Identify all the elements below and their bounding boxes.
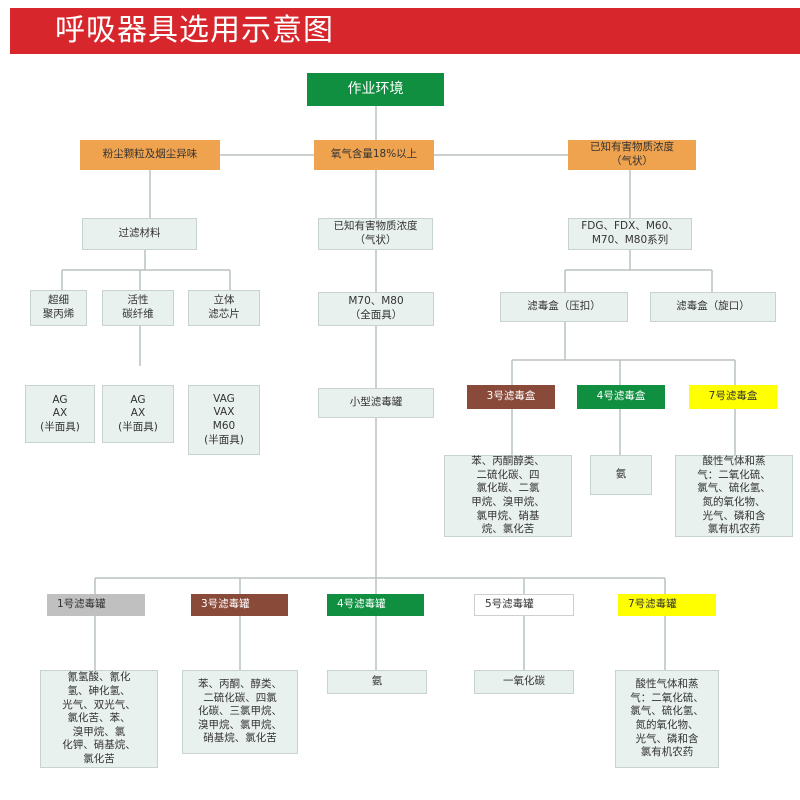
known-concentration-top-node: 已知有害物质浓度 （气状）	[568, 140, 696, 170]
ag-ax-2-node: AG AX (半面具)	[102, 385, 174, 443]
canister-3-desc-node: 苯、丙酮、醇类、 二硫化碳、四氯 化碳、三氯甲烷、 溴甲烷、氯甲烷、 硝基烷、氯…	[182, 670, 298, 754]
box-3-desc-node: 苯、丙酮醇类、 二硫化碳、四 氯化碳、二氯 甲烷、溴甲烷、 氯甲烷、硝基 烷、氯…	[444, 455, 572, 537]
canister-4-desc-node: 氨	[327, 670, 427, 694]
header-banner: 呼吸器具选用示意图	[10, 8, 800, 54]
root-node: 作业环境	[307, 73, 444, 106]
cube-node: 立体 滤芯片	[188, 290, 260, 326]
canister-1-desc-node: 氰氢酸、氰化 氢、砷化氢、 光气、双光气、 氯化苦、苯、 溴甲烷、氯 化钾、硝基…	[40, 670, 158, 768]
filter-material-node: 过滤材料	[82, 218, 197, 250]
box-7-node: 7号滤毒盒	[689, 385, 777, 409]
oxygen-node: 氧气含量18%以上	[314, 140, 434, 170]
box-rotate-node: 滤毒盒（旋口）	[650, 292, 776, 322]
box-7-desc-node: 酸性气体和蒸 气：二氧化硫、 氯气、硫化氢、 氮的氧化物、 光气、磷和含 氯有机…	[675, 455, 793, 537]
box-4-node: 4号滤毒盒	[577, 385, 665, 409]
canister-4-node: 4号滤毒罐	[327, 594, 424, 616]
page-title: 呼吸器具选用示意图	[55, 13, 334, 48]
ag-ax-1-node: AG AX (半面具)	[25, 385, 95, 443]
small-canister-node: 小型滤毒罐	[318, 388, 434, 418]
canister-5-desc-node: 一氧化碳	[474, 670, 574, 694]
pp-node: 超细 聚丙烯	[30, 290, 87, 326]
box-4-desc-node: 氨	[590, 455, 652, 495]
canister-7-desc-node: 酸性气体和蒸 气：二氧化硫、 氯气、硫化氢、 氮的氧化物、 光气、磷和含 氯有机…	[615, 670, 719, 768]
box-3-node: 3号滤毒盒	[467, 385, 555, 409]
carbon-node: 活性 碳纤维	[102, 290, 174, 326]
m70-m80-node: M70、M80 （全面具）	[318, 292, 434, 326]
canister-5-node: 5号滤毒罐	[474, 594, 574, 616]
canister-3-node: 3号滤毒罐	[191, 594, 288, 616]
vag-node: VAG VAX M60 (半面具)	[188, 385, 260, 455]
box-press-node: 滤毒盒（压扣）	[500, 292, 628, 322]
series-node: FDG、FDX、M60、 M70、M80系列	[568, 218, 692, 250]
canister-7-node: 7号滤毒罐	[618, 594, 716, 616]
canister-1-node: 1号滤毒罐	[47, 594, 145, 616]
dust-smoke-node: 粉尘颗粒及烟尘异味	[80, 140, 220, 170]
known-concentration-mid-node: 已知有害物质浓度 （气状）	[318, 218, 433, 250]
